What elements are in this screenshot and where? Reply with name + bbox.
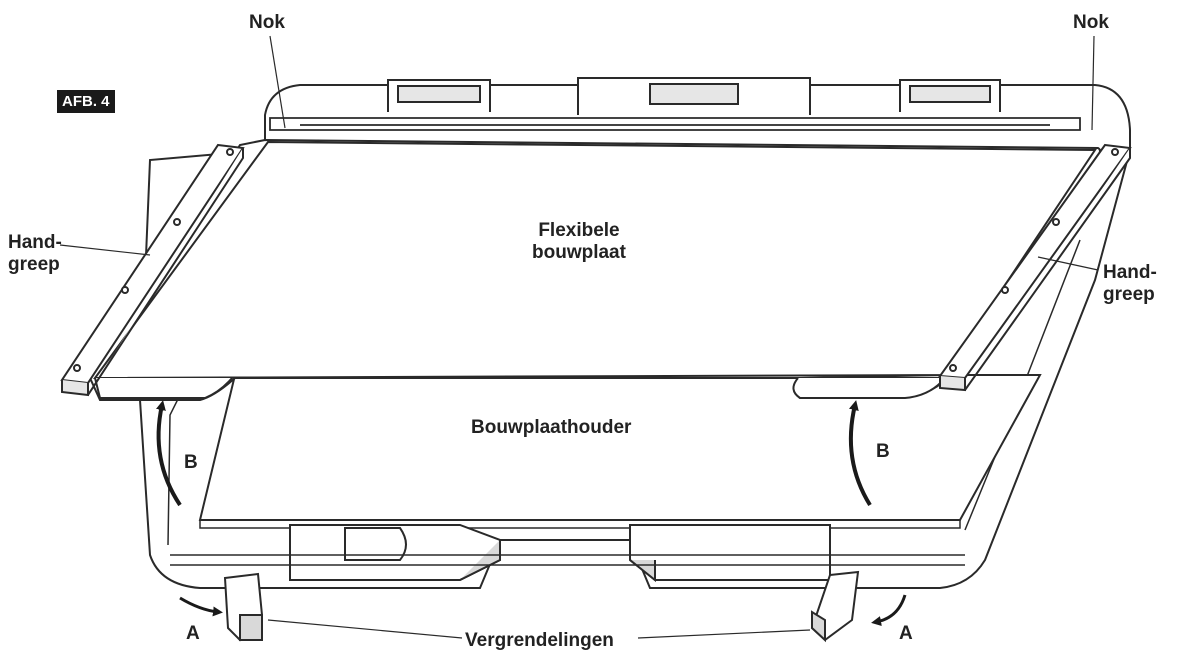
rear-latches	[387, 77, 1001, 115]
front-rail	[170, 554, 965, 566]
label-arrow-b-left: B	[184, 452, 198, 473]
label-handle-right: Hand- greep	[1103, 262, 1157, 306]
label-arrow-a-left: A	[186, 623, 200, 644]
arrow-b-left	[156, 400, 182, 507]
label-locks: Vergrendelingen	[465, 630, 614, 651]
arrow-b-right	[848, 400, 872, 507]
right-handle	[938, 143, 1132, 392]
label-flexible-plate-line2: bouwplaat	[532, 242, 626, 263]
label-handle-left-line2: greep	[8, 254, 60, 275]
rear-rail	[269, 117, 1081, 131]
left-handle	[60, 143, 245, 397]
label-handle-left: Hand- greep	[8, 232, 62, 276]
lock-lever-left	[223, 572, 264, 642]
holder-plate-edge	[199, 520, 961, 529]
arrow-a-left	[179, 596, 223, 617]
leader-lines	[59, 35, 1099, 639]
arrow-a-right	[871, 594, 907, 627]
flexible-plate-tab-left	[94, 377, 233, 399]
label-handle-left-line1: Hand-	[8, 232, 62, 253]
flexible-plate-tab-right	[792, 377, 946, 399]
label-handle-right-line2: greep	[1103, 284, 1155, 305]
label-holder: Bouwplaathouder	[471, 417, 632, 438]
front-clips	[289, 524, 831, 583]
figure-tag: AFB. 4	[57, 90, 115, 113]
label-handle-right-line1: Hand-	[1103, 262, 1157, 283]
label-flexible-plate-line1: Flexibele	[538, 220, 620, 241]
label-arrow-b-right: B	[876, 441, 890, 462]
label-arrow-a-right: A	[899, 623, 913, 644]
label-flexible-plate: Flexibele bouwplaat	[532, 220, 626, 264]
lock-lever-right	[810, 570, 860, 643]
label-nok-right: Nok	[1073, 12, 1109, 33]
label-nok-left: Nok	[249, 12, 285, 33]
